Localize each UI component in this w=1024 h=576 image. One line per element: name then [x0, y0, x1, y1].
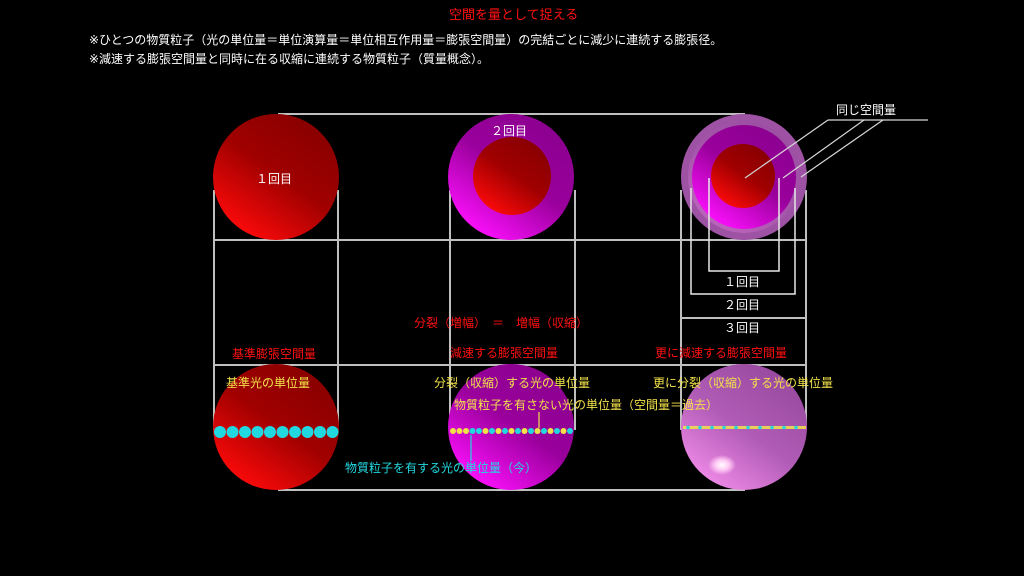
sphere-base-unit: [213, 364, 339, 490]
no-particle-label: 物質粒子を有さない光の単位量（空間量＝過去）: [454, 398, 719, 412]
column-label-base: 基準膨張空間量: [232, 347, 317, 361]
unit-label-base: 基準光の単位量: [226, 376, 311, 390]
sphere-first: [213, 114, 339, 240]
bracket-label-2: ２回目: [724, 298, 761, 312]
sphere-third: [681, 114, 807, 240]
note-line-1: ※ひとつの物質粒子（光の単位量＝単位演算量＝単位相互作用量＝膨張空間量）の完結ご…: [89, 33, 723, 47]
unit-label-further-split: 更に分裂（収縮）する光の単位量: [653, 376, 834, 390]
nested-brackets: [690, 178, 796, 295]
bracket-label-3: ３回目: [724, 321, 761, 335]
particle-chain-split: [450, 428, 573, 434]
circle-2-label: ２回目: [491, 124, 528, 138]
same-space-label: 同じ空間量: [836, 103, 897, 117]
with-particle-label: 物質粒子を有する光の単位量（今）: [345, 461, 538, 475]
note-line-2: ※減速する膨張空間量と同時に在る収縮に連続する物質粒子（質量概念）。: [89, 52, 490, 66]
grid-lines: [213, 113, 807, 491]
particle-chain-base: [214, 426, 339, 438]
bracket-label-1: １回目: [724, 275, 761, 289]
same-space-pointers: [744, 119, 928, 179]
circle-1-label: １回目: [256, 172, 293, 186]
particle-chain-further-split: [683, 425, 806, 430]
column-label-further-decelerating: 更に減速する膨張空間量: [655, 346, 788, 360]
sphere-second: [448, 114, 574, 240]
column-label-decelerating: 減速する膨張空間量: [450, 346, 559, 360]
sphere-split-unit: [448, 364, 574, 490]
unit-label-split: 分裂（収縮）する光の単位量: [434, 376, 591, 390]
equation-label: 分裂（増幅） ＝ 増幅（収縮）: [414, 316, 589, 330]
page-title: 空間を量として捉える: [449, 8, 579, 23]
